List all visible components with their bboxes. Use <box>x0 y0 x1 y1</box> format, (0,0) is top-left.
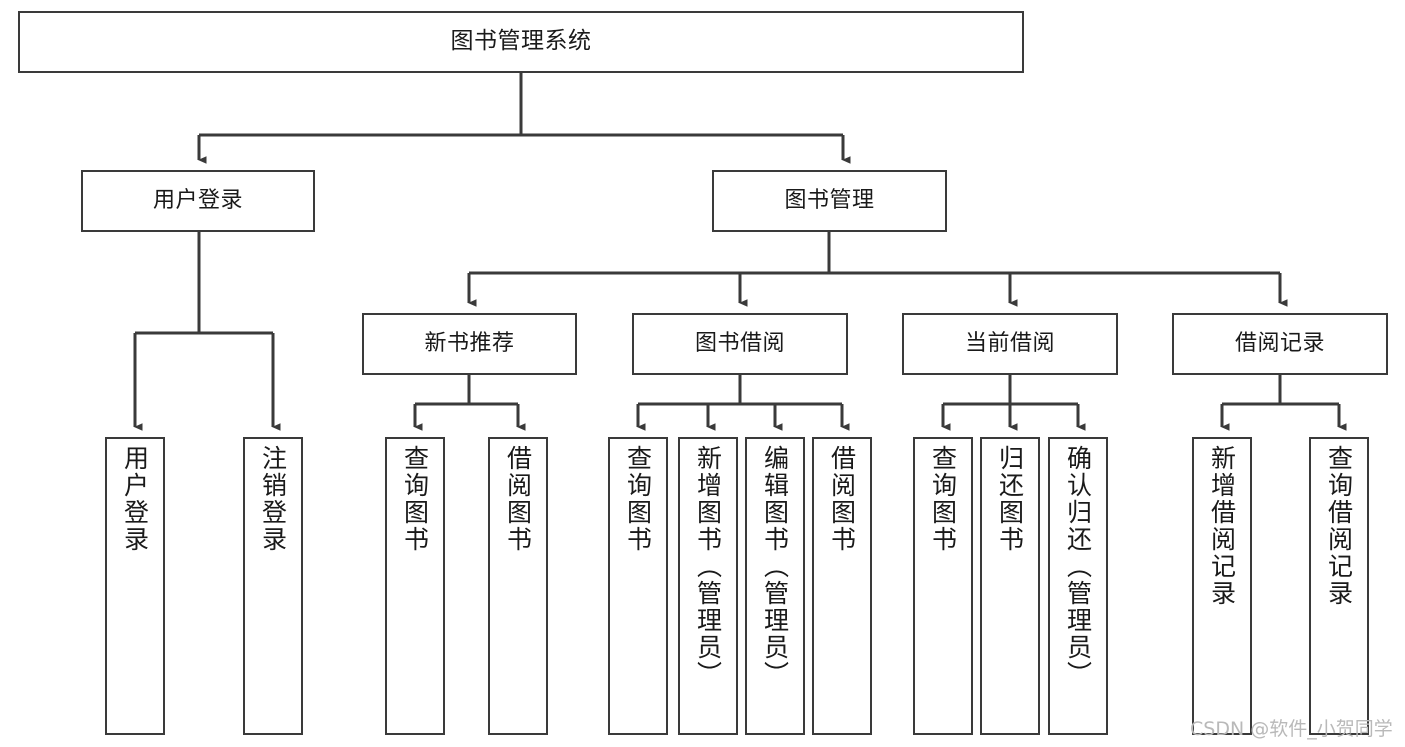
leaf-current-confirm-return-admin[interactable]: 确认归还（管理员） <box>1048 437 1108 735</box>
leaf-record-add-record[interactable]: 新增借阅记录 <box>1192 437 1252 735</box>
node-book-management[interactable]: 图书管理 <box>712 170 947 232</box>
node-label: 查询图书 <box>623 445 653 553</box>
leaf-user-login-logout[interactable]: 注销登录 <box>243 437 303 735</box>
csdn-watermark: CSDN @软件_小贺同学 <box>1190 718 1393 740</box>
node-label: 图书管理系统 <box>450 28 592 55</box>
leaf-record-query-record[interactable]: 查询借阅记录 <box>1309 437 1369 735</box>
node-label: 图书管理 <box>784 188 875 214</box>
node-label: 注销登录 <box>258 445 288 553</box>
node-label: 借阅图书 <box>503 445 533 553</box>
node-root-system[interactable]: 图书管理系统 <box>18 11 1024 73</box>
leaf-borrow-edit-book-admin[interactable]: 编辑图书（管理员） <box>745 437 805 735</box>
leaf-user-login-login[interactable]: 用户登录 <box>105 437 165 735</box>
node-label: 借阅图书 <box>827 445 857 553</box>
node-label: 用户登录 <box>120 445 150 553</box>
node-borrow-record[interactable]: 借阅记录 <box>1172 313 1388 375</box>
node-label: 新书推荐 <box>424 331 515 357</box>
leaf-recommend-query-book[interactable]: 查询图书 <box>385 437 445 735</box>
leaf-current-query-book[interactable]: 查询图书 <box>913 437 973 735</box>
node-current-borrow[interactable]: 当前借阅 <box>902 313 1118 375</box>
node-label: 新增图书（管理员） <box>693 445 723 688</box>
leaf-current-return-book[interactable]: 归还图书 <box>980 437 1040 735</box>
node-label: 查询图书 <box>928 445 958 553</box>
node-label: 编辑图书（管理员） <box>760 445 790 688</box>
leaf-borrow-add-book-admin[interactable]: 新增图书（管理员） <box>678 437 738 735</box>
node-label: 当前借阅 <box>964 331 1055 357</box>
node-label: 查询借阅记录 <box>1324 445 1354 607</box>
node-label: 借阅记录 <box>1234 331 1325 357</box>
node-label: 查询图书 <box>400 445 430 553</box>
node-label: 确认归还（管理员） <box>1063 445 1093 688</box>
node-label: 图书借阅 <box>694 331 785 357</box>
node-new-book-recommend[interactable]: 新书推荐 <box>362 313 577 375</box>
node-label: 归还图书 <box>995 445 1025 553</box>
node-book-borrow[interactable]: 图书借阅 <box>632 313 848 375</box>
node-user-login[interactable]: 用户登录 <box>81 170 315 232</box>
leaf-borrow-query-book[interactable]: 查询图书 <box>608 437 668 735</box>
node-label: 新增借阅记录 <box>1207 445 1237 607</box>
leaf-borrow-borrow-book[interactable]: 借阅图书 <box>812 437 872 735</box>
leaf-recommend-borrow-book[interactable]: 借阅图书 <box>488 437 548 735</box>
node-label: 用户登录 <box>152 188 243 214</box>
